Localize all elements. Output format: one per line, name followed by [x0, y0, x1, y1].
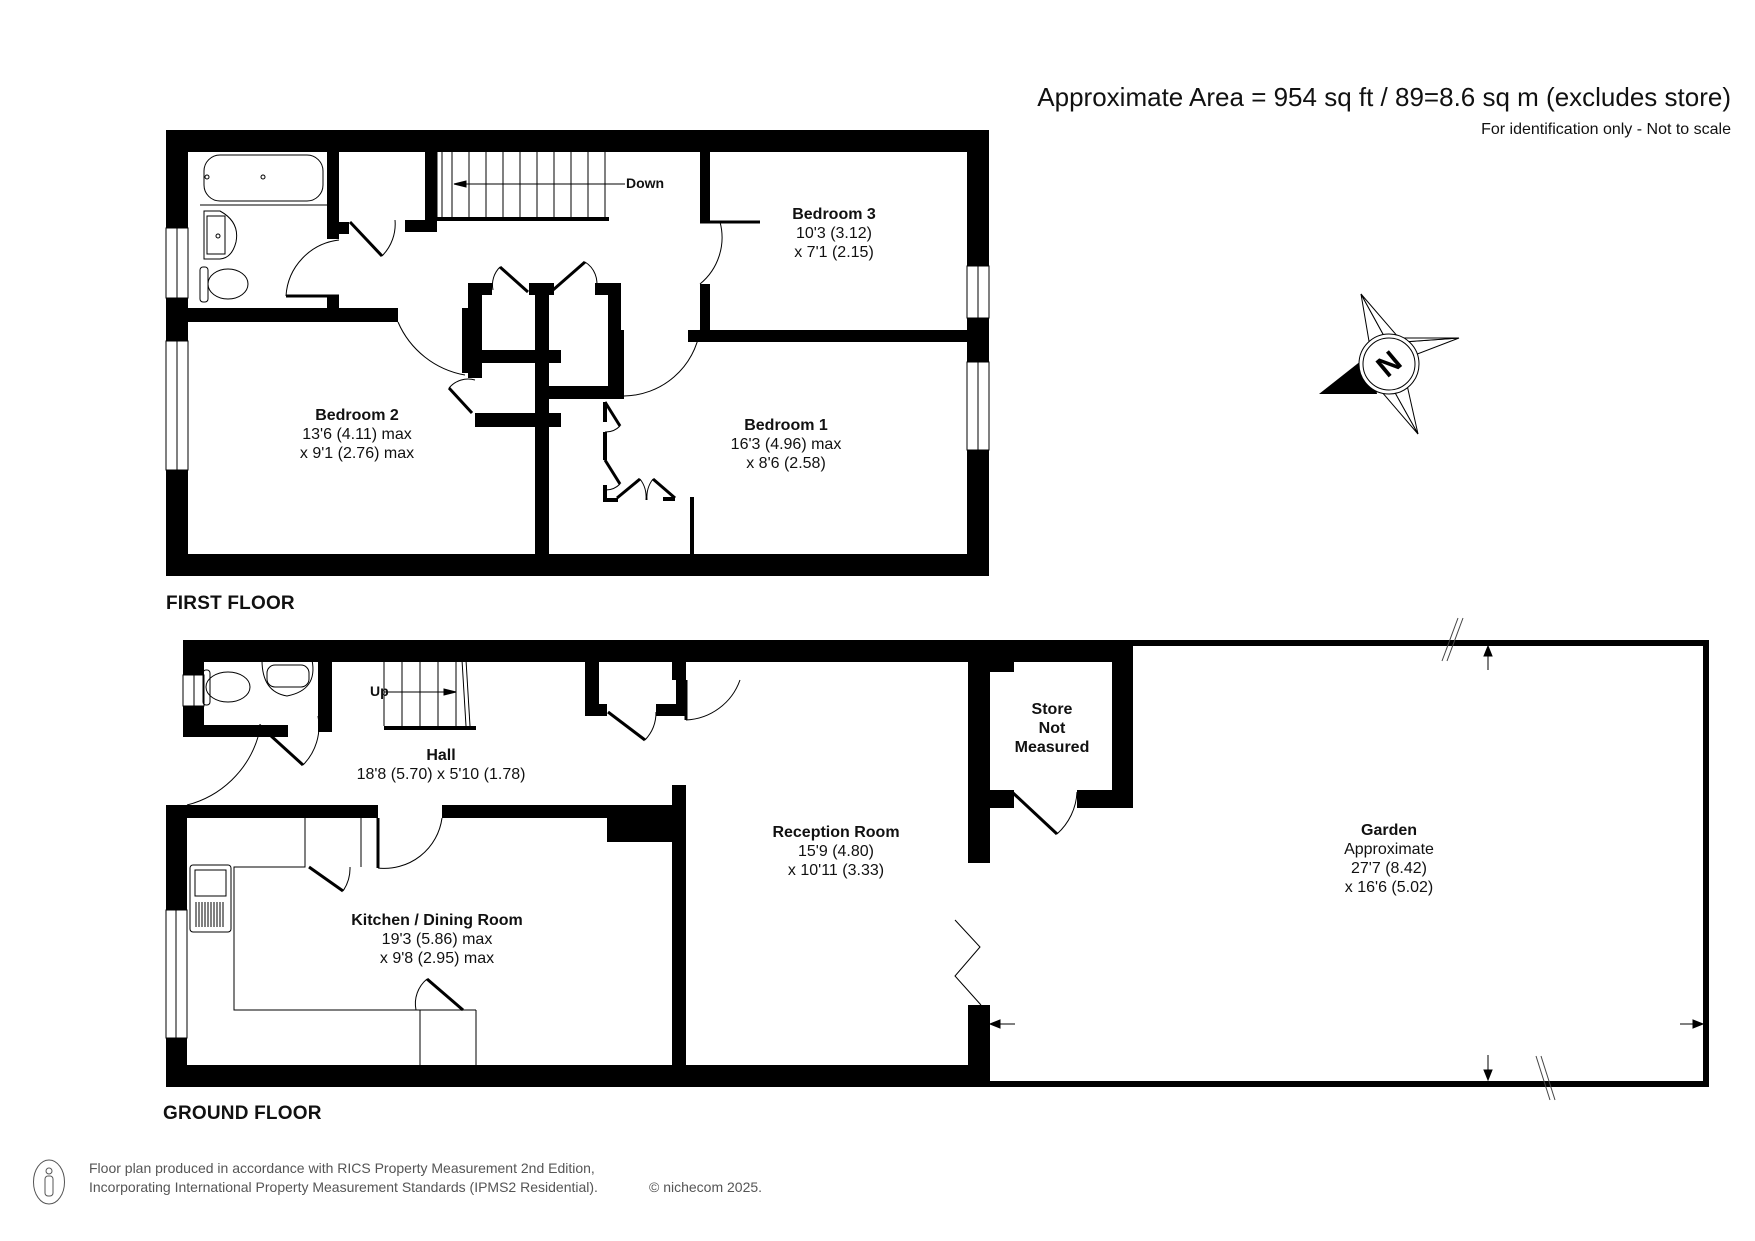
gf-left-wall-upper: [166, 805, 187, 910]
ff-bath-bottom-wall: [166, 308, 398, 322]
ff-stairs-down-label: Down: [626, 175, 665, 191]
room-dimension: 16'3 (4.96) max: [730, 436, 842, 453]
room-dimension: x 16'6 (5.02): [1344, 879, 1434, 896]
ground-floor-label: GROUND FLOOR: [163, 1103, 322, 1124]
room-dimension: 19'3 (5.86) max: [381, 931, 493, 948]
room-name: Bedroom 2: [315, 407, 399, 424]
room-name: Garden: [1360, 822, 1418, 839]
garden-right-boundary: [1703, 640, 1709, 1087]
garden-bottom-boundary: [990, 1081, 1709, 1087]
room-name: Bedroom 3: [792, 206, 876, 223]
gf-stairs-up-label: Up: [370, 683, 389, 699]
room-name: Store: [1031, 701, 1073, 718]
room-garden: Garden Approximate 27'7 (8.42) x 16'6 (5…: [1344, 821, 1434, 897]
room-dimension: x 8'6 (2.58): [746, 455, 826, 472]
room-note: Not: [1038, 720, 1066, 737]
room-note: Approximate: [1344, 841, 1434, 858]
north-compass-icon: N: [1319, 293, 1460, 435]
ff-right-wall-bottom: [967, 450, 989, 576]
ff-left-wall-bottom: [166, 470, 188, 576]
room-name: Bedroom 1: [744, 417, 828, 434]
room-dimension: 15'9 (4.80): [798, 843, 874, 860]
room-name: Hall: [426, 747, 456, 764]
room-bedroom-3: Bedroom 3 10'3 (3.12) x 7'1 (2.15): [792, 205, 876, 262]
room-bedroom-2: Bedroom 2 13'6 (4.11) max x 9'1 (2.76) m…: [300, 406, 414, 463]
ff-bottom-wall: [166, 554, 989, 576]
room-name: Reception Room: [772, 824, 900, 841]
footer-note: Floor plan produced in accordance with R…: [89, 1159, 762, 1197]
ff-top-wall: [166, 130, 989, 152]
room-bedroom-1: Bedroom 1 16'3 (4.96) max x 8'6 (2.58): [731, 416, 842, 473]
ff-bed2-bed1-wall: [535, 283, 549, 554]
room-dimension: 18'8 (5.70) x 5'10 (1.78): [356, 766, 526, 783]
rics-person-icon: [33, 1159, 65, 1205]
copyright: © nichecom 2025.: [649, 1179, 763, 1195]
gf-top-wall: [183, 640, 1130, 662]
room-store: Store Not Measured: [1015, 700, 1090, 757]
room-dimension: 13'6 (4.11) max: [302, 426, 412, 443]
room-note: Measured: [1014, 739, 1090, 756]
disclaimer: For identification only - Not to scale: [1481, 121, 1731, 138]
ff-left-wall-top: [166, 130, 188, 228]
room-hall: Hall 18'8 (5.70) x 5'10 (1.78): [357, 746, 526, 784]
gf-bottom-wall: [166, 1065, 990, 1087]
footer-line-2: Incorporating International Property Mea…: [89, 1179, 598, 1195]
first-floor-label: FIRST FLOOR: [166, 593, 295, 614]
ff-right-wall-top: [967, 130, 989, 266]
room-dimension: 10'3 (3.12): [795, 225, 872, 242]
ff-bath-right-wall: [327, 150, 339, 239]
room-dimension: x 10'11 (3.33): [787, 862, 885, 879]
room-reception: Reception Room 15'9 (4.80) x 10'11 (3.33…: [772, 823, 899, 880]
room-name: Kitchen / Dining Room: [351, 912, 523, 929]
garden-top-boundary: [1112, 640, 1708, 646]
footer-line-1: Floor plan produced in accordance with R…: [89, 1160, 595, 1176]
room-dimension: x 9'8 (2.95) max: [379, 950, 495, 967]
room-dimension: 27'7 (8.42): [1350, 860, 1427, 877]
room-dimension: x 7'1 (2.15): [794, 244, 874, 261]
room-kitchen-dining: Kitchen / Dining Room 19'3 (5.86) max x …: [351, 911, 523, 968]
room-dimension: x 9'1 (2.76) max: [299, 445, 415, 462]
ff-right-wall-mid: [967, 318, 989, 362]
area-title: Approximate Area = 954 sq ft / 89=8.6 sq…: [1037, 82, 1731, 112]
